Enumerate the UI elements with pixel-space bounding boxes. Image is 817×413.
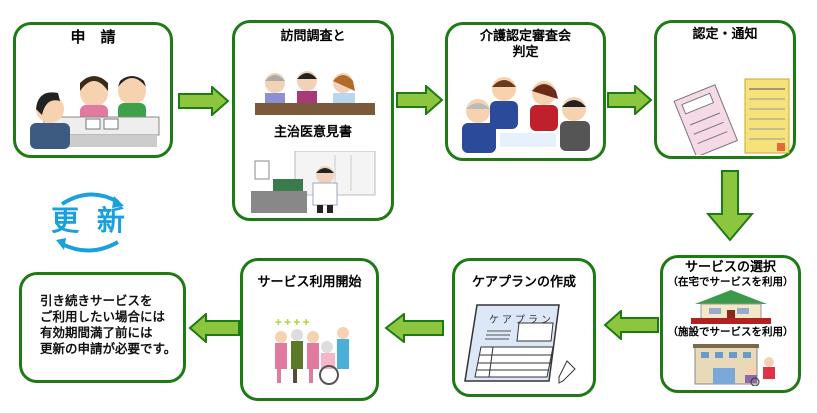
- step-review-title: 介護認定審査会: [479, 29, 571, 44]
- svg-text:✚ ✚ ✚ ✚: ✚ ✚ ✚ ✚: [275, 318, 310, 327]
- renew-cycle-icon: [56, 192, 124, 253]
- step-review-title-2: 判定: [512, 45, 539, 60]
- step-survey-title: 訪問調査と: [280, 29, 346, 44]
- renewal-note: 引き続きサービスを ご利用したい場合には 有効期間満了前には 更新の申請が必要で…: [19, 272, 186, 383]
- careplan-doc-label: ケアプラン: [489, 315, 554, 326]
- home-visit-illustration: [255, 71, 375, 115]
- step-select-title: サービスの選択: [684, 260, 776, 275]
- arrow-left-1: [603, 310, 659, 340]
- certificate-illustration: [673, 78, 790, 155]
- arrow-right-3: [607, 85, 653, 115]
- committee-illustration: [462, 77, 590, 153]
- step-start: サービス利用開始 ✚ ✚ ✚ ✚: [240, 258, 379, 401]
- pencil-icon: [558, 360, 576, 384]
- step-select: サービスの選択 （在宅でサービスを利用） （施設でサービスを利用）: [660, 255, 801, 393]
- careplan-document-illustration: [464, 304, 576, 384]
- consultation-illustration: [30, 76, 160, 149]
- renewal-badge: 更 新: [40, 184, 140, 260]
- step-review: 介護認定審査会 判定: [445, 22, 606, 161]
- arrow-right-2: [396, 85, 444, 115]
- step-survey-subtitle: 主治医意見書: [273, 125, 352, 140]
- arrow-right-1: [178, 86, 230, 116]
- arrow-left-3: [188, 313, 240, 343]
- step-careplan-title: ケアプランの作成: [471, 275, 576, 290]
- step-apply: 申 請: [13, 22, 173, 158]
- step-notify-title: 認定・通知: [692, 27, 758, 42]
- renewal-note-line-4: 更新の申請が必要です。: [40, 341, 177, 356]
- renewal-note-line-1: 引き続きサービスを: [40, 293, 153, 308]
- renewal-note-line-2: ご利用したい場合には: [40, 309, 166, 324]
- house-illustration: [691, 290, 771, 324]
- renewal-label: 更 新: [51, 204, 129, 237]
- doctor-illustration: [251, 151, 376, 213]
- step-notify: 認定・通知: [654, 20, 796, 159]
- arrow-left-2: [384, 313, 444, 343]
- step-apply-title: 申 請: [70, 28, 116, 46]
- facility-illustration: [693, 344, 775, 386]
- arrow-down: [706, 170, 754, 242]
- step-start-title: サービス利用開始: [257, 275, 362, 290]
- step-survey: 訪問調査と 主治医意見書: [232, 20, 394, 221]
- step-select-option-home: （在宅でサービスを利用）: [667, 276, 794, 288]
- step-select-option-facility: （施設でサービスを利用）: [667, 326, 794, 338]
- step-careplan: ケアプランの作成 ケアプラン: [452, 258, 596, 397]
- renewal-note-line-3: 有効期間満了前には: [40, 325, 153, 340]
- caregivers-illustration: ✚ ✚ ✚ ✚: [275, 318, 349, 385]
